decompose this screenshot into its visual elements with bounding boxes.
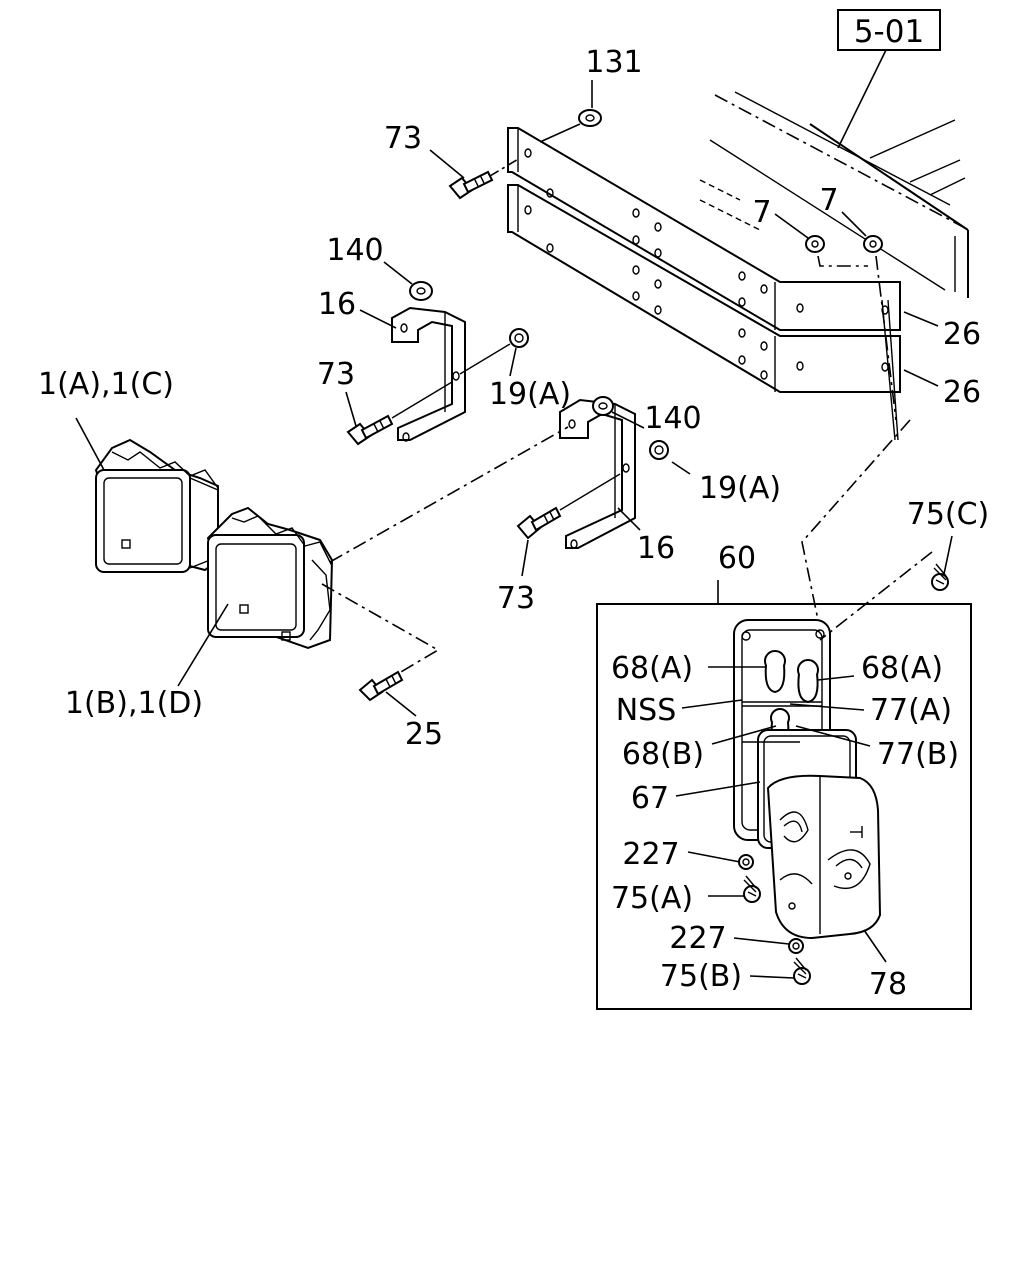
callout-68b: 68(B) [622, 737, 704, 772]
section-reference-label: 5-01 [854, 14, 924, 50]
callout-1bd: 1(B),1(D) [65, 686, 203, 721]
bracket-plates [507, 127, 901, 393]
callout-7-left: 7 [752, 195, 771, 230]
callout-227-upper: 227 [622, 837, 679, 872]
callout-16-upper: 16 [318, 287, 356, 322]
callout-7-right: 7 [819, 183, 838, 218]
callout-75a: 75(A) [611, 881, 693, 916]
bolt-73-mid [346, 381, 453, 446]
bulb-68a-left [764, 650, 786, 694]
bolt-73-low [516, 473, 621, 540]
screw-75a [743, 875, 761, 903]
headlamp-1bd [206, 506, 334, 650]
nut-7-left [805, 235, 825, 253]
nut-140-lower [592, 396, 614, 416]
bulb-68a-right [797, 659, 819, 704]
callout-26-upper: 26 [943, 317, 981, 352]
screw-75b [793, 957, 811, 985]
callout-73-top: 73 [384, 121, 422, 156]
nut-131 [539, 109, 602, 143]
bracket-16-lower [559, 398, 636, 549]
callout-26-lower: 26 [943, 375, 981, 410]
nut-7-right [863, 235, 883, 253]
callout-25: 25 [405, 717, 443, 752]
frame-rail [699, 91, 969, 298]
callout-75c: 75(C) [907, 497, 990, 532]
callout-77a: 77(A) [870, 693, 952, 728]
washer-227-upper [738, 854, 754, 870]
nut-140-upper [409, 281, 433, 301]
screw-75c [931, 563, 949, 591]
callout-60: 60 [718, 541, 756, 576]
callout-78: 78 [869, 967, 907, 1002]
lamp-assembly-box [596, 603, 972, 1010]
washer-227-lower [788, 938, 804, 954]
leader-lines [75, 80, 953, 979]
callout-140-upper: 140 [326, 233, 383, 268]
callout-75b: 75(B) [660, 959, 742, 994]
callout-227-lower: 227 [669, 921, 726, 956]
callout-68a-right: 68(A) [861, 651, 943, 686]
section-reference: 5-01 [837, 9, 941, 149]
lens-78 [766, 774, 882, 940]
callout-73-low: 73 [497, 581, 535, 616]
callout-67: 67 [631, 781, 669, 816]
bolt-73-top [448, 157, 521, 200]
bracket-16-upper [391, 306, 466, 442]
washer-19a-upper [459, 328, 529, 375]
callout-19a-lower: 19(A) [699, 471, 781, 506]
callout-16-lower: 16 [637, 531, 675, 566]
callout-labels: 131 73 7 7 26 26 140 16 73 19(A) 140 19(… [38, 45, 989, 1002]
bolt-25 [358, 670, 404, 702]
washer-19a-lower [649, 440, 669, 460]
callout-131: 131 [585, 45, 642, 80]
callout-nss: NSS [616, 693, 677, 728]
callout-73-mid: 73 [317, 357, 355, 392]
callout-77b: 77(B) [877, 737, 959, 772]
callout-1ac: 1(A),1(C) [38, 367, 174, 402]
callout-19a-upper: 19(A) [489, 377, 571, 412]
headlamp-1ac [94, 438, 219, 573]
callout-68a-left: 68(A) [611, 651, 693, 686]
callout-140-lower: 140 [644, 401, 701, 436]
